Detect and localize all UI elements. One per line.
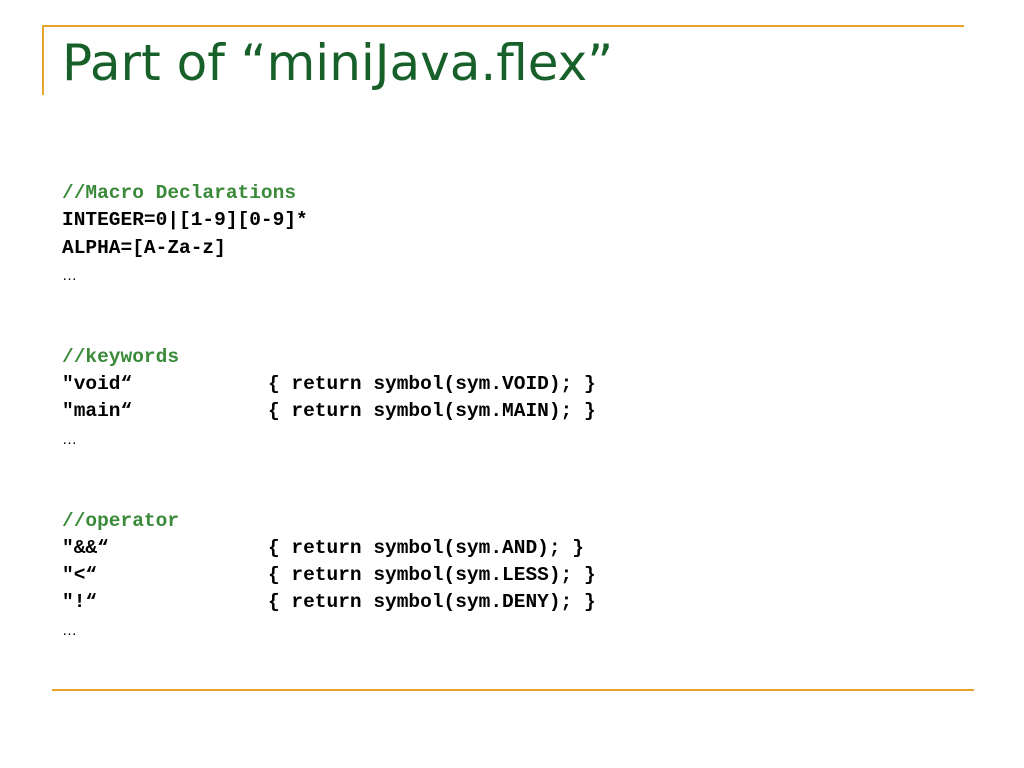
- rule-pattern: "void“: [62, 373, 133, 396]
- rule-pattern: "!“: [62, 591, 98, 614]
- rule-action: { return symbol(sym.AND); }: [268, 536, 584, 559]
- rule-action: { return symbol(sym.MAIN); }: [268, 400, 596, 423]
- left-accent-rule: [42, 25, 44, 95]
- operator-rule-less: "<“ { return symbol(sym.LESS); }: [62, 562, 596, 589]
- operators-ellipsis: …: [62, 621, 77, 639]
- macro-ellipsis: …: [62, 266, 77, 284]
- top-accent-rule: [42, 25, 964, 27]
- spacer: [62, 480, 596, 507]
- rule-action: { return symbol(sym.DENY); }: [268, 591, 596, 614]
- rule-pattern: "<“: [62, 564, 98, 587]
- spacer: [62, 453, 596, 480]
- spacer: [62, 289, 596, 316]
- rule-pattern: "&&“: [62, 536, 109, 559]
- code-block: //Macro Declarations INTEGER=0|[1-9][0-9…: [62, 180, 596, 644]
- keyword-rule-main: "main“ { return symbol(sym.MAIN); }: [62, 398, 596, 425]
- macro-line-integer: INTEGER=0|[1-9][0-9]*: [62, 209, 308, 232]
- slide-title: Part of “miniJava.flex”: [62, 34, 614, 92]
- rule-pattern: "main“: [62, 400, 133, 423]
- operator-rule-deny: "!“ { return symbol(sym.DENY); }: [62, 589, 596, 616]
- keywords-ellipsis: …: [62, 430, 77, 448]
- macro-comment: //Macro Declarations: [62, 182, 297, 204]
- operator-rule-and: "&&“ { return symbol(sym.AND); }: [62, 535, 596, 562]
- spacer: [62, 316, 596, 343]
- keywords-comment: //keywords: [62, 345, 180, 368]
- operators-comment: //operator: [62, 509, 180, 532]
- macro-line-alpha: ALPHA=[A-Za-z]: [62, 236, 226, 259]
- rule-action: { return symbol(sym.VOID); }: [268, 373, 596, 396]
- rule-action: { return symbol(sym.LESS); }: [268, 564, 596, 587]
- keyword-rule-void: "void“ { return symbol(sym.VOID); }: [62, 371, 596, 398]
- bottom-accent-rule: [52, 689, 974, 691]
